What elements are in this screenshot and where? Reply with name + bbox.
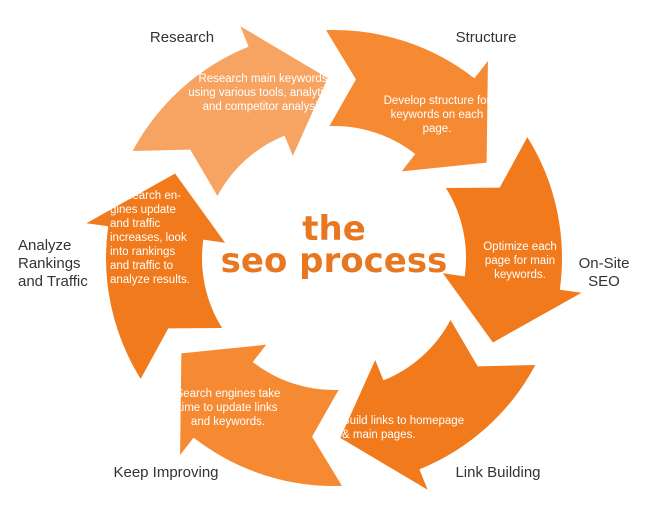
stage-description-line: gines update [110, 204, 176, 216]
stage-description-line: Build links to homepage [342, 415, 464, 427]
stage-description-line: analyze results. [110, 274, 190, 286]
stage-description-line: into rankings [110, 246, 175, 258]
stage-label-line: Research [150, 29, 214, 46]
stage-label: Link Building [455, 464, 540, 481]
cycle-arrow-segment [340, 319, 536, 490]
stage-description: Optimize each page for main keywords. [483, 241, 557, 281]
stage-description-line: Search engines take [176, 388, 281, 400]
stage-description-line: and traffic to [110, 260, 173, 272]
title-line-1: the [302, 209, 366, 249]
stage-label-line: and Traffic [18, 273, 88, 290]
stage-description-line: and keywords. [191, 416, 265, 428]
stage-description: Search engines take time to update links a… [176, 388, 281, 428]
stage-description-line: page. [423, 123, 452, 135]
cycle-arrow-segment [326, 30, 488, 172]
stage-label: Keep Improving [113, 464, 218, 481]
stage-description: Research main keywords using various tool… [188, 73, 338, 113]
stage-label-line: SEO [588, 273, 620, 290]
cycle-segments [86, 26, 582, 490]
stage-description-line: using various tools, analytics, [188, 87, 338, 99]
title-line-2: seo process [221, 241, 448, 281]
cycle-arrow-segment [86, 173, 226, 379]
segment-texts: Research main keywords using various tool… [110, 73, 557, 441]
stage-description-line: As search en- [110, 190, 181, 202]
stage-description-line: Optimize each [483, 241, 557, 253]
cycle-arrow-segment [442, 137, 582, 343]
stage-description-line: increases, look [110, 232, 187, 244]
stage-label-line: Rankings [18, 255, 81, 272]
stage-description-line: keywords on each [391, 109, 484, 121]
stage-label-line: Keep Improving [113, 464, 218, 481]
stage-description: Build links to homepage & main pages. [342, 415, 464, 441]
stage-label-line: On-Site [579, 255, 630, 272]
stage-description-line: Research main keywords [198, 73, 327, 85]
stage-description-line: and competitor analysis [203, 101, 324, 113]
stage-label-line: Link Building [455, 464, 540, 481]
cycle-arrow-segment [180, 344, 342, 487]
stage-description: As search en-gines update and traffic incr… [110, 190, 190, 286]
center-title: the seo process [221, 209, 448, 281]
stage-description-line: and traffic [110, 218, 161, 230]
stage-description-line: & main pages. [342, 429, 416, 441]
stage-label: Structure [456, 29, 517, 46]
stage-label-line: Analyze [18, 237, 71, 254]
stage-description-line: Develop structure for [384, 95, 491, 107]
stage-label-line: Structure [456, 29, 517, 46]
stage-description: Develop structure for keywords on each pag… [384, 95, 491, 135]
cycle-arrow-segment [132, 26, 328, 197]
stage-description-line: keywords. [494, 269, 546, 281]
stage-description-line: time to update links [178, 402, 277, 414]
stage-description-line: page for main [485, 255, 555, 267]
stage-label: Research [150, 29, 214, 46]
